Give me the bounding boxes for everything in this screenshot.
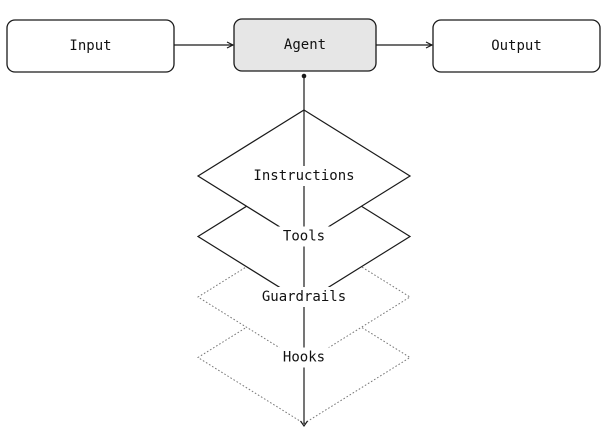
input-box: [6, 19, 175, 73]
spine-start-dot: [301, 73, 307, 79]
output-node: Output: [432, 19, 601, 73]
layer-label-background: [256, 287, 352, 307]
agent-label: Agent: [284, 37, 326, 53]
layer-label-guardrails: Guardrails: [262, 289, 346, 305]
layer-label-group-instructions: Instructions: [248, 166, 360, 186]
layer-label-background: [277, 347, 331, 368]
spine-arrowhead-icon: [300, 420, 308, 428]
layer-label-background: [248, 166, 360, 186]
layer-label-background: [277, 226, 331, 247]
layer-label-hooks: Hooks: [283, 350, 325, 366]
layer-label-group-tools: Tools: [277, 226, 331, 247]
layer-label-group-guardrails: Guardrails: [256, 287, 352, 307]
agent-box: [233, 18, 377, 72]
layer-label-group-hooks: Hooks: [277, 347, 331, 368]
output-label: Output: [491, 38, 542, 54]
output-box: [432, 19, 601, 73]
agent-node: Agent: [233, 18, 377, 72]
input-node: Input: [6, 19, 175, 73]
input-label: Input: [69, 38, 111, 54]
layer-label-instructions: Instructions: [253, 168, 354, 184]
layer-label-tools: Tools: [283, 229, 325, 245]
